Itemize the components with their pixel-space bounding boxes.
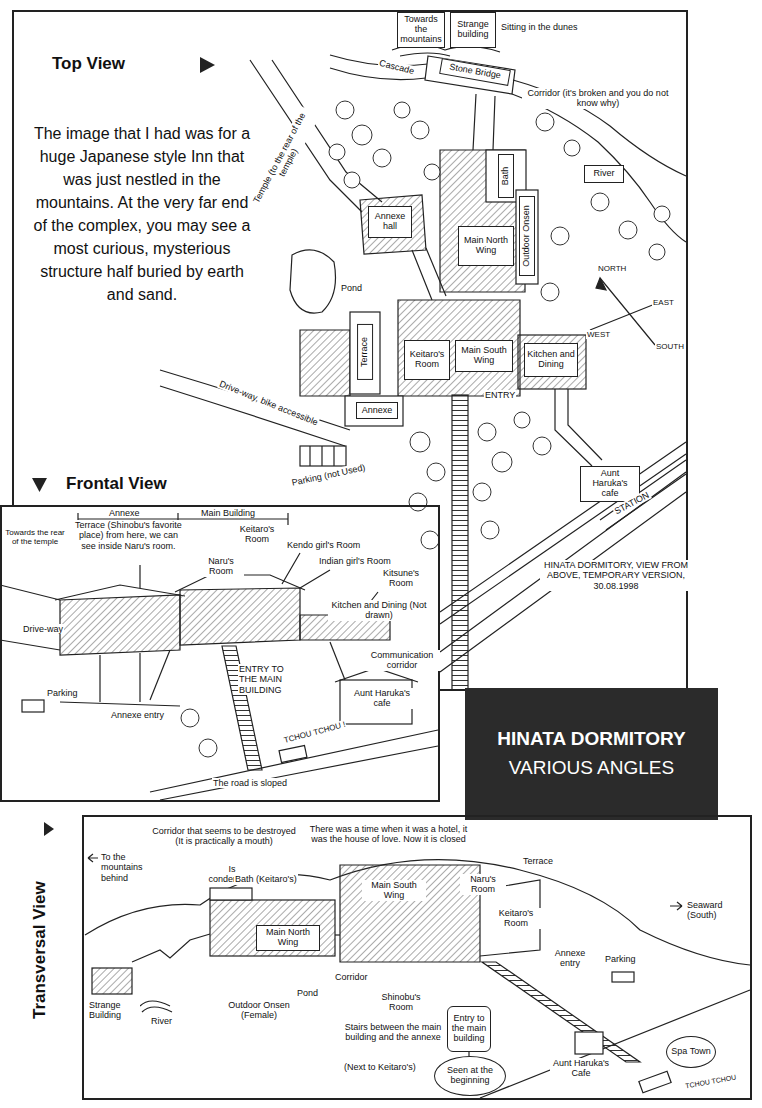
node-text: Stone Bridge	[449, 63, 502, 82]
annotation-label: Main South Wing	[362, 880, 426, 901]
annotation-label: (Next to Keitaro's)	[343, 1062, 417, 1072]
annotation-label: Towards the rear of the temple	[4, 528, 66, 546]
node-text: River	[593, 169, 614, 179]
annotation-label: NORTH	[597, 264, 627, 273]
node-text: Towards the mountains	[400, 15, 442, 45]
annotation-label: Corridor (it's broken and you do not kno…	[522, 88, 674, 109]
node-text: Terrace	[360, 337, 370, 367]
entry-box: Entry to the main building	[447, 1006, 491, 1052]
annotation-label: Outdoor Onsen (Female)	[216, 1000, 302, 1021]
annotation-label: To the mountains behind	[100, 852, 160, 883]
annotation-label: Pond	[296, 988, 319, 998]
annotation-label: Parking	[46, 688, 79, 698]
annotation-label: Annexe	[108, 508, 141, 518]
annotation-label: Parking	[604, 954, 637, 964]
annotation-label: Keitaro's Room	[230, 524, 284, 545]
annotation-label: Cascade	[377, 58, 416, 77]
transversal-view-panel: Transversal ViewMain North WingEntry to …	[82, 815, 752, 1100]
annotation-label: Corridor	[334, 972, 369, 982]
annotation-label: ENTRY TO THE MAIN BUILDING	[238, 664, 300, 695]
annotation-label: Seaward (South)	[686, 900, 748, 921]
node-text: Main South Wing	[458, 346, 510, 366]
annotation-label: Corridor that seems to be destroyed (It …	[148, 826, 300, 847]
annotation-label: EAST	[652, 298, 675, 307]
note-oval: Seen at the beginning	[434, 1056, 506, 1096]
annotation-label: Annexe entry	[110, 710, 165, 720]
room-box: Keitaro's Room	[404, 340, 450, 380]
node-text: Outdoor Onsen	[522, 205, 532, 267]
node-text: Strange building	[453, 20, 493, 40]
annotation-label: Shinobu's Room	[374, 992, 428, 1013]
annotation-label: Naru's Room	[198, 556, 244, 577]
annotation-label: Sitting in the dunes	[500, 22, 579, 32]
node-text: Annexe	[362, 406, 393, 416]
annotation-label: Communication corridor	[364, 650, 440, 671]
intro-note: The image that I had was for a huge Japa…	[28, 122, 256, 306]
view-heading: Frontal View	[66, 474, 206, 494]
annotation-label: Keitaro's Room	[488, 908, 544, 929]
node-text: Annexe hall	[371, 212, 409, 232]
annotation-label: Indian girl's Room	[318, 556, 392, 566]
annotation-label: Terrace (Shinobu's favorite place) from …	[70, 520, 187, 551]
annotation-label: TCHOU TCHOU	[684, 1073, 738, 1090]
building-box: Kitchen and Dining	[524, 343, 578, 377]
view-heading: Transversal View	[30, 865, 50, 1035]
view-heading: Top View	[52, 54, 192, 74]
annotation-label: Aunt Haruka's Cafe	[550, 1058, 612, 1079]
annotation-label: Naru's Room	[460, 874, 506, 895]
building-box: Annexe hall	[368, 206, 412, 238]
node-text: Spa Town	[671, 1047, 710, 1057]
node-text: Aunt Haruka's cafe	[583, 469, 637, 499]
annotation-label: The road is sloped	[212, 778, 288, 788]
annotation-label: ENTRY	[484, 390, 516, 400]
annotation-label: Kendo girl's Room	[286, 540, 361, 550]
node-text: Kitchen and Dining	[527, 350, 575, 370]
annotation-label: Terrace	[522, 856, 554, 866]
building-box: Bath	[498, 154, 514, 198]
annotation-label: Kitsune's Room	[370, 568, 432, 589]
building-box: Outdoor Onsen	[519, 196, 535, 276]
building-box: Annexe	[356, 402, 398, 419]
annotation-label: TCHOU TCHOU !	[282, 720, 348, 746]
node-text: Main North Wing	[259, 928, 317, 948]
building-box: Strange building	[450, 12, 496, 48]
annotation-label: Main Building	[200, 508, 256, 518]
building-box: Terrace	[357, 324, 373, 380]
building-box: Main South Wing	[455, 340, 513, 372]
annotation-label: There was a time when it was a hotel, it…	[305, 824, 472, 845]
town-oval: Spa Town	[666, 1036, 716, 1068]
annotation-label: Aunt Haruka's cafe	[350, 688, 414, 709]
building-box: Towards the mountains	[397, 12, 445, 48]
annotation-label: Pond	[340, 283, 363, 293]
annotation-label: Kitchen and Dining (Not drawn)	[328, 600, 430, 621]
bridge-box: Stone Bridge	[439, 58, 511, 86]
annotation-label: HINATA DORMITORY, VIEW FROM ABOVE, TEMPO…	[540, 560, 692, 591]
building-box: Main North Wing	[458, 226, 514, 266]
river-box: River	[584, 165, 624, 183]
title-panel: HINATA DORMITORY VARIOUS ANGLES	[465, 688, 718, 820]
node-text: Seen at the beginning	[437, 1066, 503, 1086]
node-text: Keitaro's Room	[407, 350, 447, 370]
annotation-label: SOUTH	[655, 342, 685, 351]
annotation-label: River	[150, 1016, 173, 1026]
annotation-label: Stairs between the main building and the…	[343, 1022, 443, 1043]
node-text: VARIOUS ANGLES	[509, 758, 674, 779]
annotation-label: Bath (Keitaro's)	[234, 874, 298, 884]
annotation-label: Drive-way	[22, 624, 64, 634]
node-text: HINATA DORMITORY	[497, 729, 686, 750]
annotation-label: Strange Building	[88, 1000, 140, 1021]
annotation-label: Temple (to the rear of the temple)	[249, 106, 320, 215]
node-text: Main North Wing	[461, 236, 511, 256]
node-text: Entry to the main building	[450, 1014, 488, 1044]
top-view-panel: Top ViewThe image that I had was for a h…	[12, 10, 688, 505]
building-box: Main North Wing	[256, 925, 320, 951]
annotation-label: Annexe entry	[543, 948, 597, 969]
transversal-view-drawing	[85, 854, 750, 1098]
annotation-label: WEST	[586, 330, 611, 339]
panel-outline	[440, 504, 688, 690]
node-text: Bath	[501, 167, 511, 186]
